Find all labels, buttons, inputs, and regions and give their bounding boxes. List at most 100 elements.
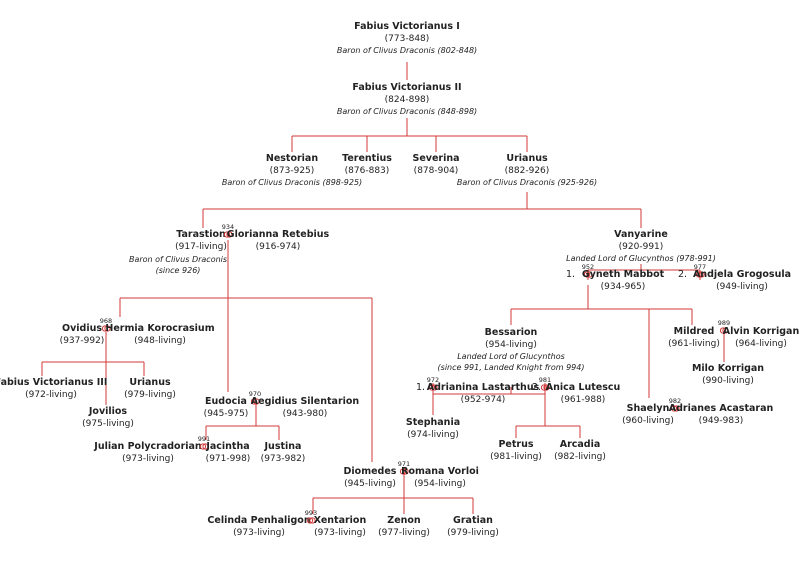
person-name: Tarastion [176,229,226,240]
person-life: (945-975) [203,409,249,419]
person-name: Adrianes Acastaran [668,403,774,414]
marriage-year: 970 [248,390,262,398]
person-adrianina-lastarthus: Adrianina Lastarthus (952-974) [427,382,539,406]
person-life: (949-983) [698,416,744,426]
person-gratian: Gratian (979-living) [447,515,499,539]
person-life: (949-living) [716,282,768,292]
person-name: Adrianina Lastarthus [426,382,540,393]
person-name: Julian Polycradorian [94,441,202,452]
person-life: (824-898) [384,95,430,105]
marriage-year: 968 [99,317,113,325]
marriage-year: 982 [668,397,682,405]
person-life: (973-982) [260,454,306,464]
person-life: (979-living) [124,390,176,400]
person-name: Jovilios [88,406,128,417]
person-name: Andjela Grogosula [692,269,792,280]
person-name: Petrus [498,439,534,450]
person-urianus-979: Urianus (979-living) [124,377,176,401]
interlocked-rings-icon [720,327,729,334]
person-name: Gyneth Mabbot [581,269,665,280]
interlocked-rings-icon [696,271,705,278]
person-fabius-victorianus-iii: Fabius Victorianus III (972-living) [0,377,107,401]
spouse-order: 2. [678,269,688,280]
person-terentius: Terentius (876-883) [342,153,392,177]
person-life: (977-living) [378,528,430,538]
person-name: Eudocia [205,396,247,407]
person-life: (945-living) [344,479,396,489]
interlocked-rings-icon [251,398,260,405]
person-life: (882-926) [504,166,550,176]
person-name: Celinda Penhaligon [207,515,311,526]
person-name: Urianus [129,377,171,388]
spouse-order: 2. [532,382,542,393]
interlocked-rings-icon [200,443,209,450]
person-milo-korrigan: Milo Korrigan (990-living) [692,363,764,387]
person-life: (937-992) [59,336,105,346]
person-life: (982-living) [554,452,606,462]
person-name: Bessarion [484,327,538,338]
marriage-year: 972 [426,376,440,384]
person-life: (943-980) [282,409,328,419]
person-life: (876-883) [344,166,390,176]
person-arcadia: Arcadia (982-living) [554,439,606,463]
person-jacintha: Jacintha (971-998) [206,441,251,465]
interlocked-rings-icon [584,271,593,278]
person-life: (974-living) [407,430,459,440]
person-name: Stephania [405,417,461,428]
interlocked-rings-icon [400,468,409,475]
person-romana-vorloi: Romana Vorloi (954-living) [401,466,479,490]
tarastion-title: Baron of Clivus Draconis (since 926) [129,254,227,276]
person-life: (973-living) [122,454,174,464]
spouse-order: 1. [416,382,426,393]
spouse-order: 1. [566,269,576,280]
person-name: Mildred [673,326,715,337]
person-life: (773-848) [384,34,430,44]
person-julian-polycradorian: Julian Polycradorian (973-living) [94,441,201,465]
person-gyneth-mabbot: Gyneth Mabbot (934-965) [582,269,664,293]
person-life: (916-974) [255,242,301,252]
marriage-year: 981 [538,376,552,384]
person-name: Alvin Korrigan [722,326,800,337]
marriage-year: 991 [197,435,211,443]
person-name: Anica Lutescu [545,382,621,393]
person-vanyarine: Vanyarine (920-991) Landed Lord of Glucy… [566,229,716,264]
person-tarastion: Tarastion (917-living) [175,229,227,253]
person-aegidius-silentarion: Aegidius Silentarion (943-980) [251,396,359,420]
person-name: Severina [412,153,460,164]
person-name: Ovidius [61,323,102,334]
person-life: (973-living) [233,528,285,538]
person-name: Diomedes [343,466,397,477]
person-jovilios: Jovilios (975-living) [82,406,134,430]
person-life: (954-living) [485,340,537,350]
person-name: Arcadia [559,439,601,450]
marriage-year: 989 [717,319,731,327]
person-eudocia: Eudocia (945-975) [204,396,249,420]
person-life: (975-living) [82,419,134,429]
person-name: Romana Vorloi [401,466,479,477]
person-title: Baron of Clivus Draconis (802-848) [336,46,478,55]
person-name: Shaelyn [626,403,670,414]
person-name: Gratian [453,515,493,526]
person-title-period: (since 991, Landed Knight from 994) [437,363,585,372]
person-celinda-penhaligon: Celinda Penhaligon (973-living) [207,515,310,539]
person-shaelyn: Shaelyn (960-living) [622,403,674,427]
person-life: (917-living) [175,242,227,252]
interlocked-rings-icon [102,325,111,332]
interlocked-rings-icon [671,405,680,412]
person-stephania: Stephania (974-living) [406,417,460,441]
person-name: Urianus [506,153,548,164]
person-fabius-victorianus-ii: Fabius Victorianus II (824-898) Baron of… [337,82,477,117]
person-name: Nestorian [265,153,319,164]
person-diomedes: Diomedes (945-living) [344,466,397,490]
person-name: Zenon [387,515,421,526]
person-adrianes-acastaran: Adrianes Acastaran (949-983) [669,403,774,427]
person-name: Terentius [342,153,392,164]
person-alvin-korrigan: Alvin Korrigan (964-living) [723,326,799,350]
person-name: Aegidius Silentarion [250,396,360,407]
person-title-period: (since 926) [155,266,201,275]
person-zenon: Zenon (977-living) [378,515,430,539]
person-anica-lutescu: Anica Lutescu (961-988) [546,382,621,406]
person-life: (979-living) [447,528,499,538]
person-title: Baron of Clivus Draconis (848-898) [336,107,478,116]
